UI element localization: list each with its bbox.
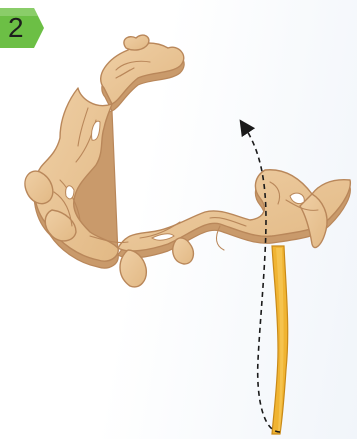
wreath-icon [25,35,350,287]
ribbon-icon [272,246,288,434]
